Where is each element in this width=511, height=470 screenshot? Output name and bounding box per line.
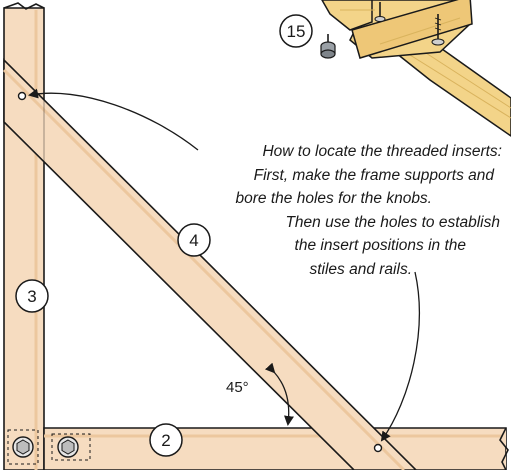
callout-line-2: First, make the frame supports and (254, 167, 496, 184)
callout-line-3: bore the holes for the knobs. (236, 190, 432, 207)
angle-label: 45° (226, 379, 249, 396)
part-label-knob: 15 (279, 14, 313, 48)
brace (2, 58, 418, 470)
corner-inserts (7, 429, 91, 465)
hex-bolt-icon (12, 436, 34, 458)
part-number-brace: 4 (189, 231, 198, 250)
part-label-brace: 4 (177, 223, 211, 257)
part-label-rail: 2 (149, 423, 183, 457)
callout-line-4: Then use the holes to establish (285, 214, 500, 231)
knob-icon (320, 34, 336, 59)
callout-arrow-lower (380, 271, 420, 442)
bracket-assembly-inset: 15 (279, 0, 511, 137)
part-number-rail: 2 (161, 431, 170, 450)
part-number-knob: 15 (287, 22, 306, 41)
rail (43, 427, 509, 470)
callout-line-5: the insert positions in the (295, 237, 467, 254)
callout-text: How to locate the threaded inserts: Firs… (236, 143, 502, 278)
knob-hole-lower (373, 443, 383, 453)
callout-line-6: stiles and rails. (309, 261, 412, 278)
callout-line-1: How to locate the threaded inserts: (262, 143, 502, 160)
screw-icon (431, 14, 445, 46)
part-number-stile: 3 (27, 287, 36, 306)
hex-bolt-icon (57, 436, 79, 458)
callout-arrow-upper (28, 88, 199, 151)
screw-icon (374, 2, 386, 22)
part-label-stile: 3 (15, 279, 49, 313)
knob-hole-upper (17, 91, 27, 101)
angle-indicator: 45° (226, 362, 294, 426)
